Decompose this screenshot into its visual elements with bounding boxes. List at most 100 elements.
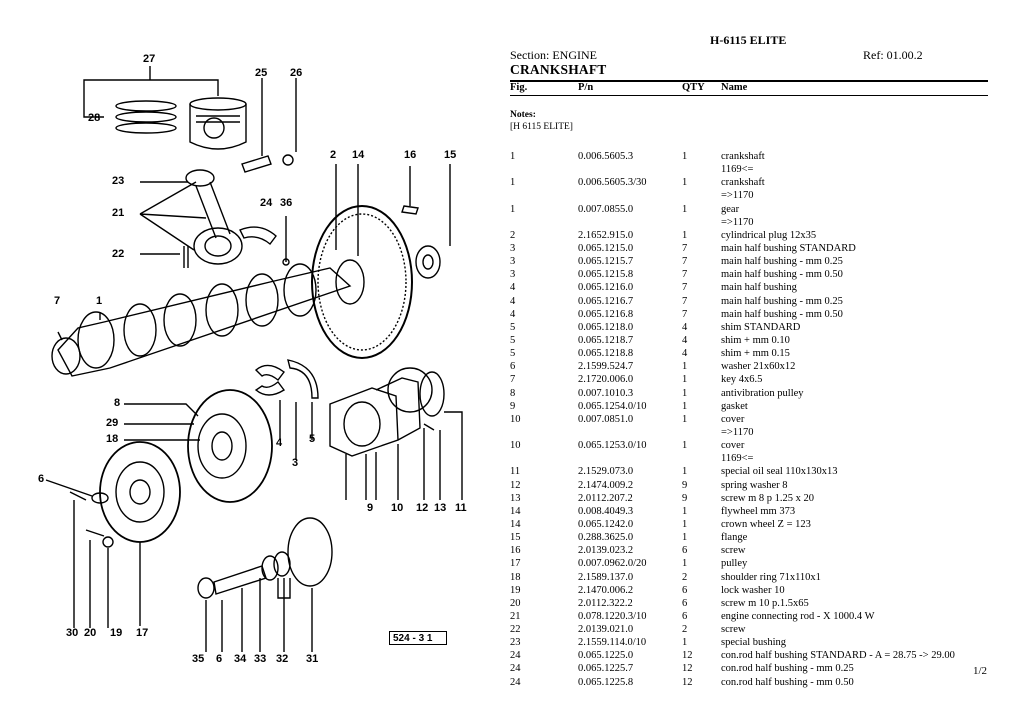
row-quantity: 7: [682, 308, 688, 320]
callout-35: 35: [192, 653, 205, 665]
row-quantity: 1: [682, 374, 688, 386]
row-quantity: 1: [682, 413, 688, 425]
row-name: main half bushing STANDARD: [721, 242, 856, 254]
row-name: main half bushing - mm 0.25: [721, 256, 843, 268]
row-quantity: 7: [682, 295, 688, 307]
row-quantity: 1: [682, 177, 688, 189]
row-fig: 8: [510, 387, 516, 399]
row-name: crankshaft: [721, 151, 765, 162]
row-name: con.rod half bushing - mm 0.25: [721, 663, 854, 675]
row-fig: 3: [510, 256, 516, 268]
row-quantity: 1: [682, 361, 688, 373]
row-quantity: 1: [682, 466, 688, 478]
row-part-number: 2.1529.073.0: [578, 466, 634, 478]
callout-22: 22: [112, 248, 125, 260]
row-name: 1169<=: [721, 453, 754, 465]
part-group-title: CRANKSHAFT: [510, 62, 607, 77]
notes-label: Notes:: [510, 110, 536, 120]
row-fig: 3: [510, 242, 516, 254]
row-fig: 4: [510, 282, 516, 294]
row-fig: 5: [510, 321, 516, 333]
row-quantity: 1: [682, 558, 688, 570]
row-name: shim STANDARD: [721, 321, 801, 333]
row-quantity: 7: [682, 282, 688, 294]
row-part-number: 2.1720.006.0: [578, 374, 634, 386]
row-name: cylindrical plug 12x35: [721, 229, 817, 241]
row-quantity: 2: [682, 571, 688, 583]
document-title: H-6115 ELITE: [710, 33, 787, 47]
callout-15: 15: [444, 149, 457, 161]
page-number: 1/2: [973, 665, 988, 677]
row-part-number: 0.007.1010.3: [578, 387, 634, 399]
table-row: =>1170: [510, 216, 990, 229]
row-fig: 5: [510, 348, 516, 360]
row-part-number: 0.007.0851.0: [578, 413, 634, 425]
row-name: engine connecting rod - X 1000.4 W: [721, 610, 875, 622]
table-row: 1169<=: [510, 163, 990, 176]
callout-20: 20: [84, 627, 97, 639]
row-part-number: 2.0139.021.0: [578, 624, 634, 636]
row-part-number: 0.065.1242.0: [578, 518, 634, 530]
callout-3: 3: [292, 457, 299, 469]
row-quantity: 9: [682, 479, 688, 491]
row-name: antivibration pulley: [721, 387, 804, 399]
column-header-fig: Fig.: [510, 82, 528, 93]
row-name: gear: [721, 203, 740, 215]
row-name: crown wheel Z = 123: [721, 518, 811, 530]
row-quantity: 1: [682, 229, 688, 241]
callout-30: 30: [66, 627, 79, 639]
row-fig: 10: [510, 413, 521, 425]
row-part-number: 0.065.1225.8: [578, 676, 634, 688]
row-name: washer 21x60x12: [721, 361, 796, 373]
row-part-number: 2.1559.114.0/10: [578, 637, 647, 649]
row-name: 1169<=: [721, 164, 754, 176]
callout-34: 34: [234, 653, 247, 665]
callout-4: 4: [276, 437, 283, 449]
row-fig: 22: [510, 624, 521, 636]
row-fig: 1: [510, 151, 516, 162]
column-header-qty: QTY: [682, 82, 705, 93]
row-name: shoulder ring 71x110x1: [721, 571, 821, 583]
row-name: flange: [721, 532, 748, 544]
row-fig: 12: [510, 479, 521, 491]
row-part-number: 2.0139.023.2: [578, 545, 634, 557]
callout-33: 33: [254, 653, 267, 665]
callout-7: 7: [54, 295, 61, 307]
row-quantity: 6: [682, 545, 688, 557]
row-name: =>1170: [721, 190, 754, 202]
row-name: gasket: [721, 400, 748, 412]
row-quantity: 1: [682, 400, 688, 412]
row-part-number: 0.065.1218.0: [578, 321, 634, 333]
row-part-number: 2.1470.006.2: [578, 584, 634, 596]
row-fig: 23: [510, 637, 521, 649]
row-name: main half bushing - mm 0.50: [721, 308, 843, 320]
row-name: pulley: [721, 558, 748, 570]
row-fig: 13: [510, 492, 521, 504]
callout-12: 12: [416, 502, 429, 514]
row-quantity: 1: [682, 440, 688, 452]
row-part-number: 0.065.1218.7: [578, 334, 634, 346]
row-part-number: 0.065.1216.7: [578, 295, 634, 307]
callout-1: 1: [96, 295, 103, 307]
callout-24: 24: [260, 197, 273, 209]
row-quantity: 2: [682, 624, 688, 636]
row-name: special bushing: [721, 637, 787, 649]
row-fig: 9: [510, 400, 516, 412]
column-header-name: Name: [721, 82, 748, 93]
row-fig: 16: [510, 545, 521, 557]
row-part-number: 0.065.1218.8: [578, 348, 634, 360]
row-quantity: 6: [682, 597, 688, 609]
callout-25: 25: [255, 67, 268, 79]
reference-label: Ref: 01.00.2: [863, 48, 923, 62]
callout-31: 31: [306, 653, 319, 665]
